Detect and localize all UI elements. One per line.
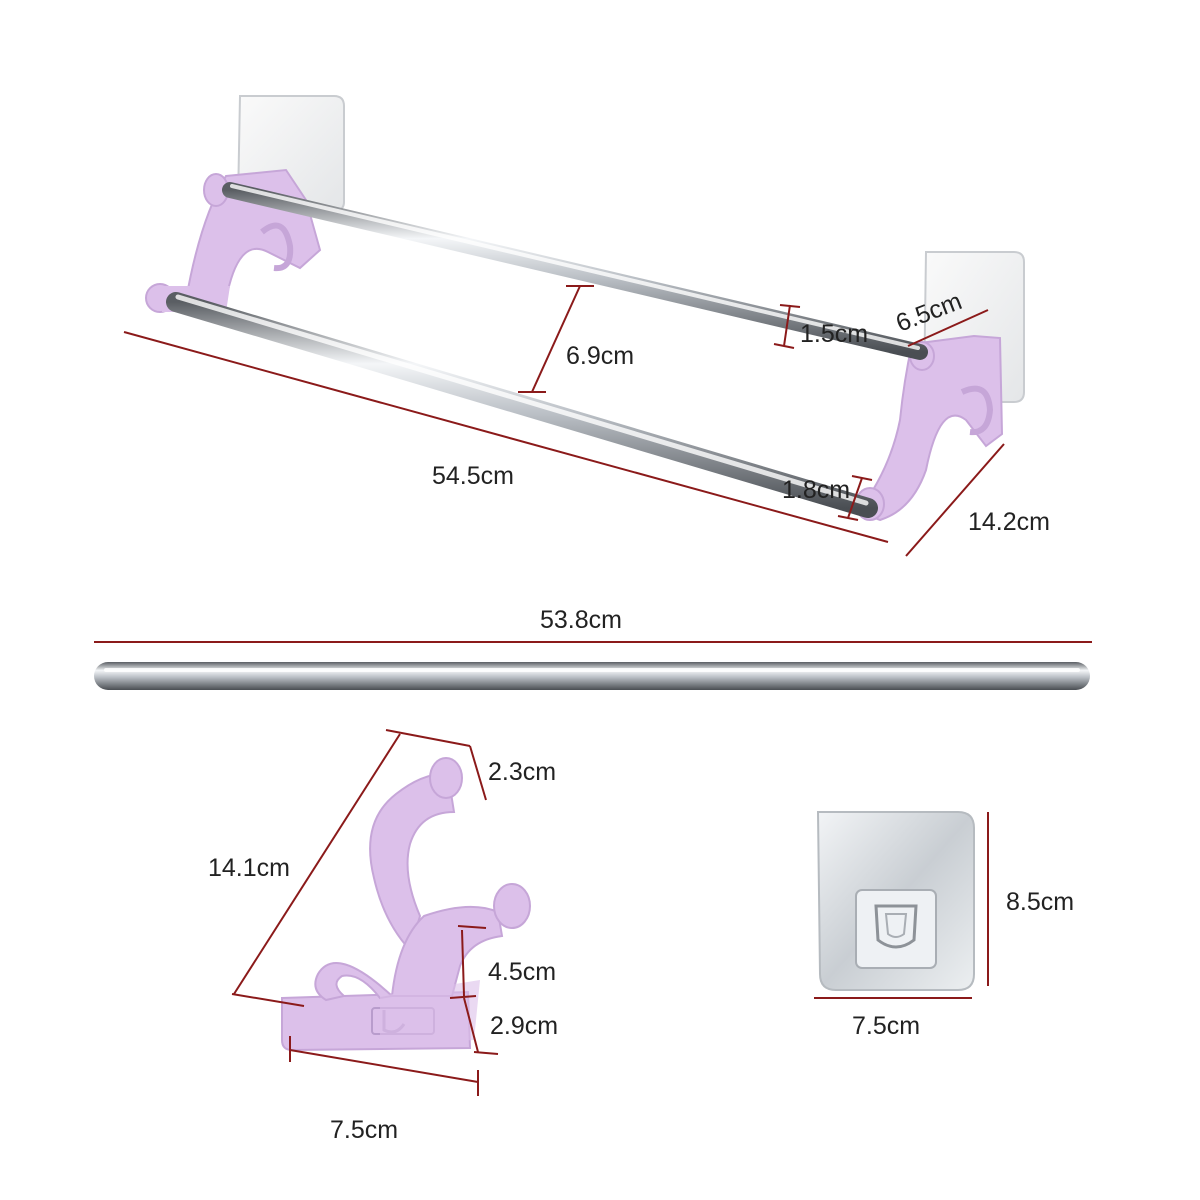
assembled-length-label: 54.5cm [432, 462, 514, 490]
single-rod [94, 662, 1090, 690]
assembled-dimension-lines [123, 285, 1005, 557]
upper-rod-diameter-label: 1.5cm [800, 320, 868, 348]
right-bracket [855, 334, 1004, 522]
bracket-height-label: 14.1cm [208, 854, 290, 882]
upper-rod-highlight [230, 184, 920, 350]
rod-gap-label: 6.9cm [566, 342, 634, 370]
bracket-base-height-label: 2.9cm [490, 1012, 558, 1040]
lower-rod-diameter-label: 1.8cm [782, 476, 850, 504]
assembled-rack-illustration [145, 95, 1025, 522]
bracket-width-label: 7.5cm [330, 1116, 398, 1144]
upper-rod [222, 182, 928, 360]
pad-height-label: 8.5cm [1006, 888, 1074, 916]
adhesive-pad-illustration [816, 811, 975, 991]
rod-length-label: 53.8cm [540, 606, 622, 634]
lower-rod [166, 292, 878, 518]
single-bracket-illustration [281, 757, 531, 1052]
pad-width-label: 7.5cm [852, 1012, 920, 1040]
lower-rod-highlight [175, 294, 869, 506]
pad-dimension-lines [814, 812, 989, 999]
bracket-lower-hook-label: 4.5cm [488, 958, 556, 986]
bracket-top-knob-label: 2.3cm [488, 758, 556, 786]
bracket-dimension-lines [231, 729, 499, 1096]
depth-label: 14.2cm [968, 508, 1050, 536]
